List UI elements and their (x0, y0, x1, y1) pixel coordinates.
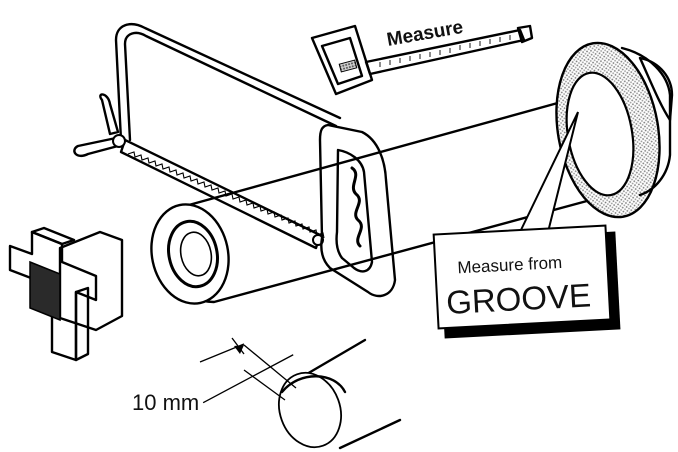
callout-line-2: GROOVE (445, 276, 592, 321)
groove-callout (432, 111, 621, 339)
tape-measure-icon (310, 24, 534, 96)
measure-label: Measure (385, 17, 465, 51)
hacksaw-icon (73, 23, 397, 298)
pipe-fitting (555, 41, 674, 219)
dimension-label: 10 mm (132, 390, 199, 415)
pipe-end-detail-icon (199, 337, 402, 450)
deburring-tool-icon (8, 226, 124, 362)
